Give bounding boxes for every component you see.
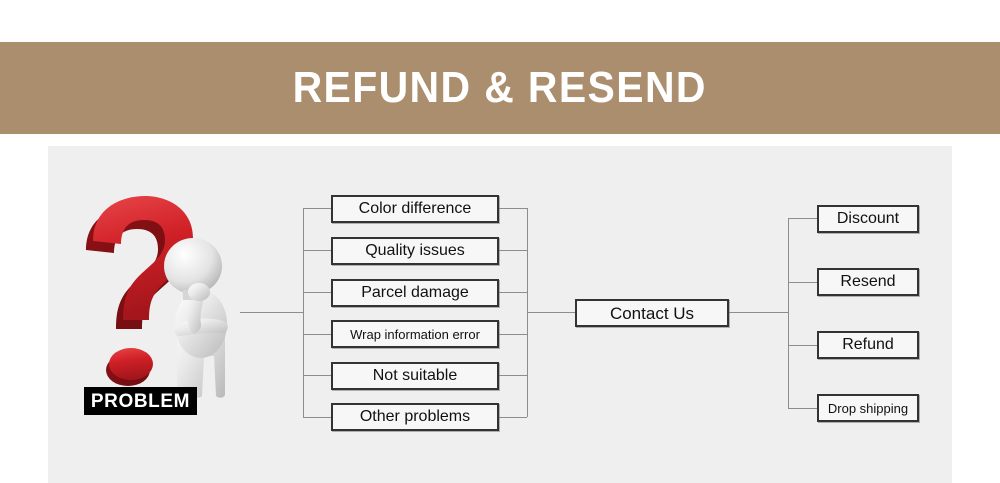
connector-stub-reason-2 (303, 250, 331, 251)
connector-reason-6-out (499, 417, 527, 418)
connector-stub-solution-2 (788, 282, 817, 283)
reason-box-other-problems[interactable]: Other problems (331, 403, 499, 431)
connector-stub-reason-1 (303, 208, 331, 209)
connector-stub-reason-6 (303, 417, 331, 418)
connector-stub-reason-3 (303, 292, 331, 293)
connector-reason-4-out (499, 334, 527, 335)
connector-reason-2-out (499, 250, 527, 251)
solution-box-drop-shipping[interactable]: Drop shipping (817, 394, 919, 422)
reason-box-not-suitable[interactable]: Not suitable (331, 362, 499, 390)
connector-spine-left (303, 208, 304, 417)
question-mark-icon (86, 196, 228, 403)
reason-box-wrap-information-error[interactable]: Wrap information error (331, 320, 499, 348)
connector-stub-solution-1 (788, 218, 817, 219)
connector-stub-solution-4 (788, 408, 817, 409)
connector-stub-reason-5 (303, 375, 331, 376)
reason-box-quality-issues[interactable]: Quality issues (331, 237, 499, 265)
solution-box-refund[interactable]: Refund (817, 331, 919, 359)
solution-box-discount[interactable]: Discount (817, 205, 919, 233)
connector-hub-out (729, 312, 788, 313)
connector-stub-solution-3 (788, 345, 817, 346)
connector-reason-3-out (499, 292, 527, 293)
problem-illustration (73, 196, 243, 426)
reason-box-parcel-damage[interactable]: Parcel damage (331, 279, 499, 307)
diagram-panel: PROBLEM Color difference Quality issues … (48, 146, 952, 483)
solution-box-resend[interactable]: Resend (817, 268, 919, 296)
reason-box-color-difference[interactable]: Color difference (331, 195, 499, 223)
connector-hub-in (527, 312, 575, 313)
contact-us-box[interactable]: Contact Us (575, 299, 729, 327)
connector-reason-5-out (499, 375, 527, 376)
connector-reason-1-out (499, 208, 527, 209)
problem-label: PROBLEM (84, 387, 197, 415)
connector-spine-right (788, 218, 789, 408)
connector-stub-reason-4 (303, 334, 331, 335)
page-title: REFUND & RESEND (292, 63, 708, 112)
header-banner: REFUND & RESEND (0, 42, 1000, 134)
connector-trunk-left (240, 312, 303, 313)
